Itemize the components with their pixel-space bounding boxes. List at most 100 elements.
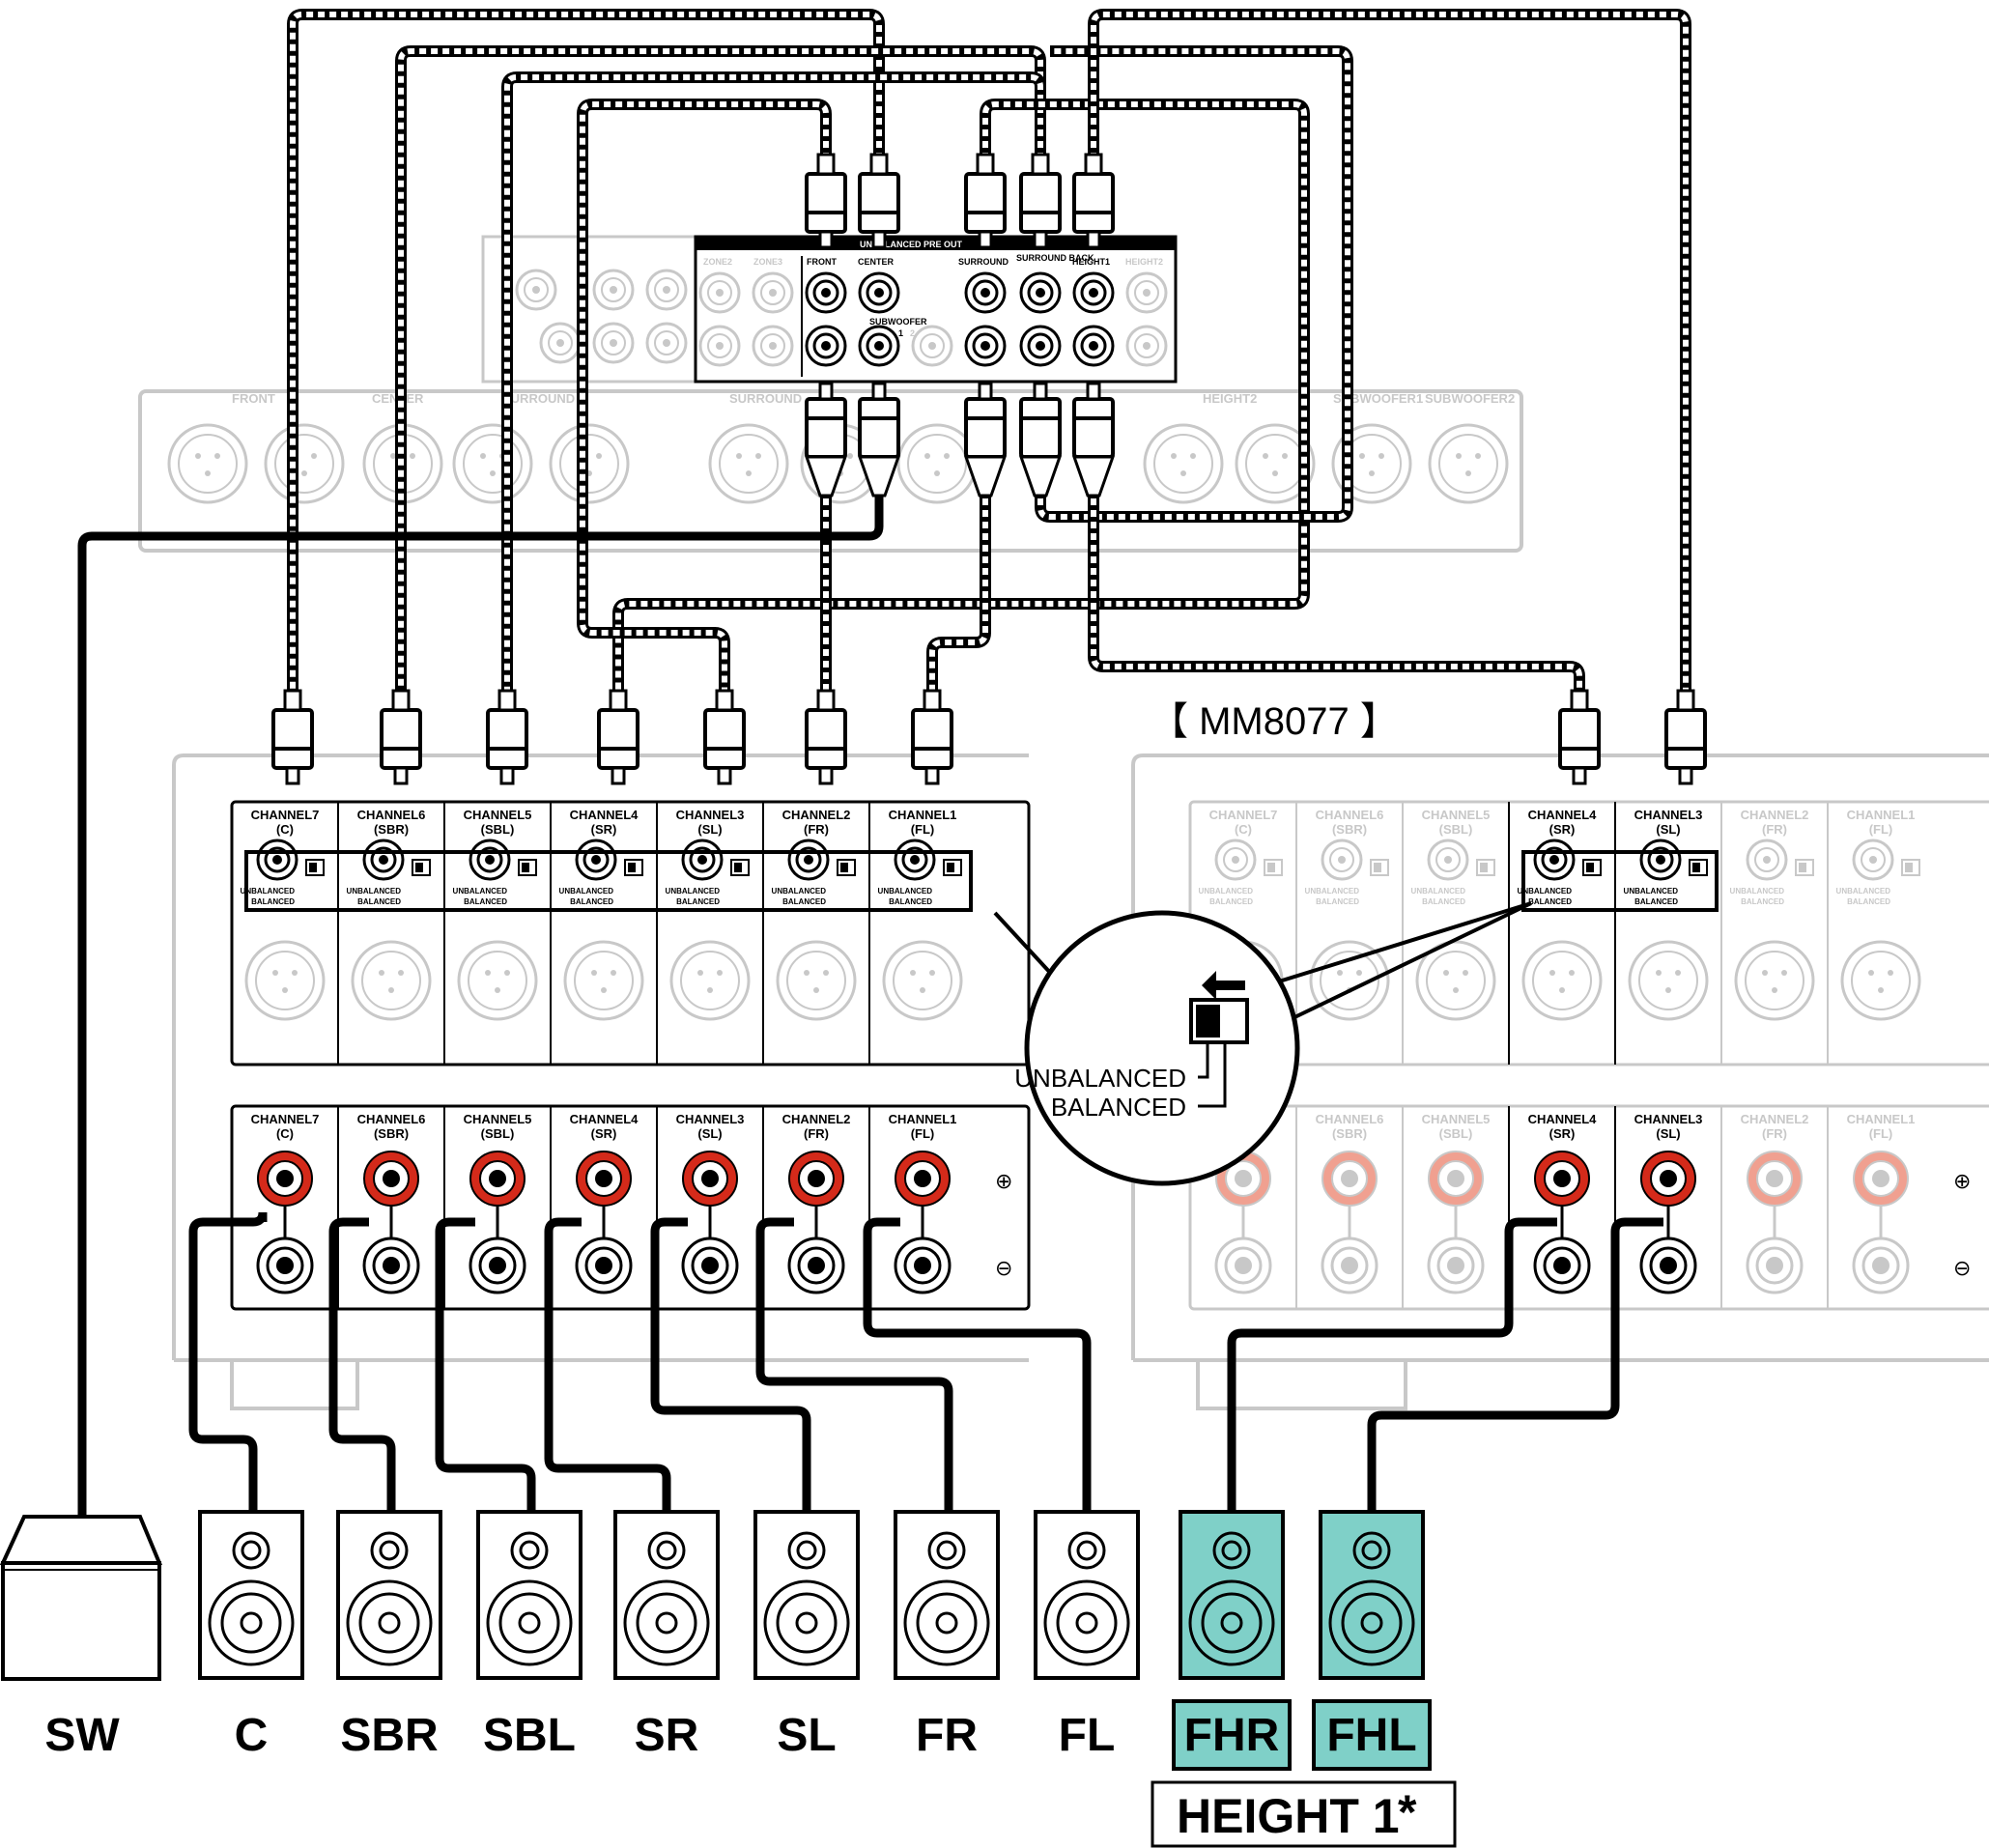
speaker-wires <box>188 1211 1663 1512</box>
speaker-label-fr: FR <box>916 1710 978 1761</box>
amp-right-channel-5: CHANNEL3(SL)UNBALANCEDBALANCEDCHANNEL3(S… <box>1614 802 1709 1309</box>
amp-right-terminal-minus-7 <box>1852 1237 1910 1294</box>
amp-left-terminal-plus-4 <box>576 1151 632 1207</box>
amp-left-rca-input-4 <box>575 839 617 881</box>
speaker-sbr: SBR <box>336 1510 442 1761</box>
amp-left-channel-sub-4: (SR) <box>591 822 617 837</box>
amp-right-switch-top-5: UNBALANCED <box>1624 887 1679 896</box>
amp-right-rca-input-5 <box>1639 839 1682 881</box>
amp-left-terminal-minus-4 <box>575 1237 633 1294</box>
amp-right-channel-name-3: CHANNEL5 <box>1422 808 1491 822</box>
amp-left-channel-name-6: CHANNEL2 <box>782 808 851 822</box>
amp-right-terminal-minus-6 <box>1746 1237 1804 1294</box>
speaker-c: C <box>198 1510 304 1761</box>
amp-left-switch-bottom-3: BALANCED <box>464 897 507 906</box>
amp-left-spk-channel-sub-5: (SL) <box>697 1126 722 1141</box>
amp-left-switch-bottom-1: BALANCED <box>251 897 295 906</box>
amp-right-spk-channel-sub-6: (FR) <box>1762 1126 1787 1141</box>
balanced-label-height2: HEIGHT2 <box>1203 391 1257 406</box>
amp-right-switch-bottom-3: BALANCED <box>1422 897 1465 906</box>
amp-left-spk-channel-sub-7: (FL) <box>911 1126 935 1141</box>
height1-label: HEIGHT 1 <box>1177 1789 1400 1843</box>
amp-left-channel-sub-1: (C) <box>276 822 294 837</box>
amp-right-channel-6: CHANNEL2(FR)UNBALANCEDBALANCEDCHANNEL2(F… <box>1720 802 1815 1309</box>
amp-right-channel-7: CHANNEL1(FL)UNBALANCEDBALANCEDCHANNEL1(F… <box>1827 802 1921 1309</box>
preout-title: UNBALANCED PRE OUT <box>860 240 963 249</box>
amp-left-spk-channel-name-4: CHANNEL4 <box>570 1112 639 1126</box>
speaker-label-c: C <box>235 1710 269 1761</box>
amp-left-channel-name-7: CHANNEL1 <box>889 808 957 822</box>
amp-right-channel-sub-6: (FR) <box>1762 822 1787 837</box>
amp-right-channel-sub-4: (SR) <box>1549 822 1576 837</box>
amp-left-rca-input-1 <box>256 839 298 881</box>
speaker-label-fhl: FHL <box>1326 1710 1416 1761</box>
amp-right-switch-top-6: UNBALANCED <box>1730 887 1785 896</box>
amp-left-channel-sub-6: (FR) <box>804 822 829 837</box>
amp-left-spk-channel-name-1: CHANNEL7 <box>251 1112 320 1126</box>
amp-left-switch-bottom-2: BALANCED <box>357 897 401 906</box>
speaker-label-sbl: SBL <box>483 1710 576 1761</box>
amp-right-channel-sub-7: (FL) <box>1869 822 1893 837</box>
amp-right-channel-name-1: CHANNEL7 <box>1209 808 1278 822</box>
amp-left-spk-channel-name-5: CHANNEL3 <box>676 1112 745 1126</box>
preout-jack-height2: HEIGHT2 <box>1125 257 1163 267</box>
amp-right-spk-channel-sub-3: (SBL) <box>1439 1126 1473 1141</box>
amp-right-switch-top-4: UNBALANCED <box>1518 887 1573 896</box>
speaker-label-sl: SL <box>777 1710 836 1761</box>
speaker-label-sr: SR <box>635 1710 699 1761</box>
amp-right-terminal-plus-4 <box>1534 1151 1590 1207</box>
amp-left-terminal-minus-3 <box>469 1237 526 1294</box>
amp-left-terminal-plus-2 <box>363 1151 419 1207</box>
amp-right-terminal-plus-5 <box>1640 1151 1696 1207</box>
amp-right-channel-name-4: CHANNEL4 <box>1528 808 1598 822</box>
balanced-label-surround-2: SURROUND <box>729 391 802 406</box>
amp-left-switch-top-6: UNBALANCED <box>772 887 827 896</box>
model-label: 【 MM8077 】 <box>1150 700 1399 743</box>
amp-right-spk-channel-name-4: CHANNEL4 <box>1528 1112 1598 1126</box>
amp-left-spk-channel-name-7: CHANNEL1 <box>889 1112 957 1126</box>
amp-right-switch-bottom-4: BALANCED <box>1528 897 1572 906</box>
amp-left-channel-name-2: CHANNEL6 <box>357 808 426 822</box>
amp-right-terminal-plus-6 <box>1747 1151 1803 1207</box>
amp-left-spk-channel-name-2: CHANNEL6 <box>357 1112 426 1126</box>
speaker-label-sw: SW <box>44 1710 120 1761</box>
amp-right-rca-input-4 <box>1533 839 1576 881</box>
amp-right-switch-bottom-5: BALANCED <box>1634 897 1678 906</box>
subwoofer-label: SUBWOOFER <box>869 317 927 327</box>
amp-right-terminal-plus-7 <box>1853 1151 1909 1207</box>
amp-left-channel-name-3: CHANNEL5 <box>464 808 532 822</box>
amp-left-channels: CHANNEL7(C)UNBALANCEDBALANCEDCHANNEL7(C)… <box>241 802 1012 1309</box>
amp-left-switch-bottom-6: BALANCED <box>782 897 826 906</box>
amp-left-terminal-minus-6 <box>787 1237 845 1294</box>
amp-right-switch-top-3: UNBALANCED <box>1411 887 1466 896</box>
amp-left-terminal-minus-2 <box>362 1237 420 1294</box>
amp-left-channel-sub-3: (SBL) <box>481 822 515 837</box>
amp-left-spk-channel-sub-2: (SBR) <box>374 1126 409 1141</box>
amp-right-terminal-plus-3 <box>1428 1151 1484 1207</box>
amp-left-switch-top-1: UNBALANCED <box>241 887 296 896</box>
amp-right-channel-name-2: CHANNEL6 <box>1316 808 1384 822</box>
speaker-sl: SL <box>753 1510 860 1761</box>
amp-left-switch-top-2: UNBALANCED <box>347 887 402 896</box>
amp-input-plugs <box>271 689 1707 785</box>
amp-left-channel-name-4: CHANNEL4 <box>570 808 639 822</box>
speaker-fl: FL <box>1034 1510 1140 1761</box>
amp-left-spk-channel-sub-6: (FR) <box>804 1126 829 1141</box>
amp-left-switch-top-4: UNBALANCED <box>559 887 614 896</box>
amp-right-channel-sub-5: (SL) <box>1656 822 1680 837</box>
preout-jack-front: FRONT <box>807 257 837 267</box>
amp-right-terminal-minus-5 <box>1639 1237 1697 1294</box>
amp-left-switch-top-3: UNBALANCED <box>453 887 508 896</box>
amp-left-rca-input-6 <box>787 839 830 881</box>
amp-left-channel-name-1: CHANNEL7 <box>251 808 320 822</box>
speaker-fhl: FHL <box>1312 1510 1432 1771</box>
amp-left-switch-top-7: UNBALANCED <box>878 887 933 896</box>
speaker-sw: SW <box>0 1515 162 1761</box>
amp-left-terminal-minus-7 <box>894 1237 952 1294</box>
amp-right-switch-top-7: UNBALANCED <box>1836 887 1891 896</box>
preout-jack-zone3: ZONE3 <box>753 257 782 267</box>
amp-right-terminal-minus-4 <box>1533 1237 1591 1294</box>
amp-right-terminal-minus-3 <box>1427 1237 1485 1294</box>
